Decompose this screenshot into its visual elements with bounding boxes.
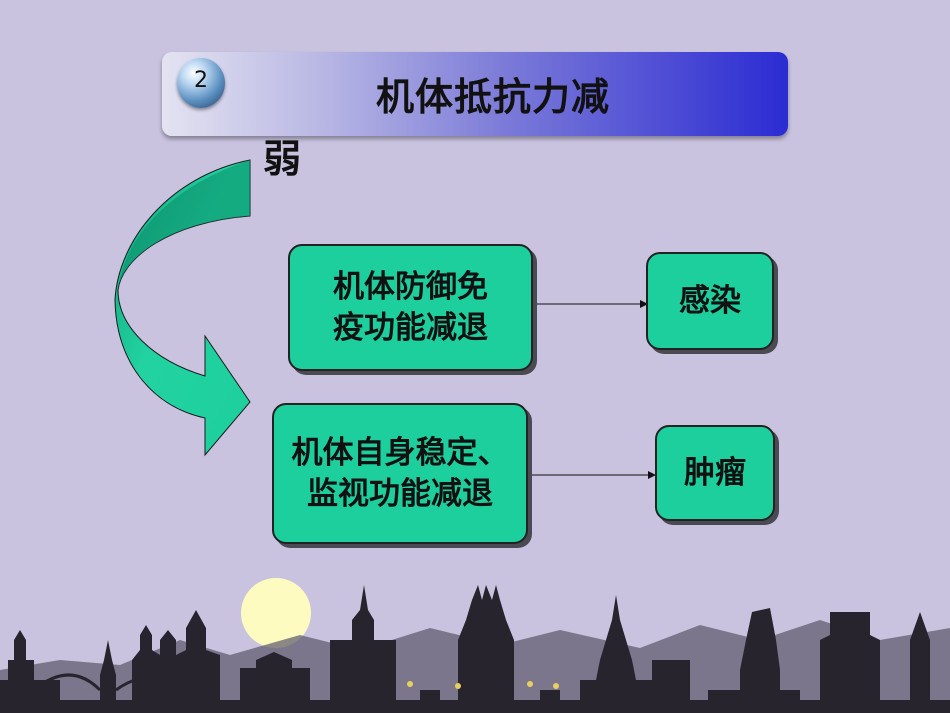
- connector-infection-arrowhead: [640, 300, 648, 308]
- moon: [241, 578, 311, 648]
- effect-box-tumor: 肿瘤: [655, 425, 775, 521]
- section-number: 2: [194, 68, 208, 93]
- cause-box-surveillance: 机体自身稳定、 监视功能减退: [272, 403, 528, 544]
- curved-arrow-shade: [118, 160, 250, 290]
- effect-box-infection: 感染: [646, 252, 774, 350]
- slide-title-continuation: 弱: [263, 137, 302, 181]
- connector-tumor-arrowhead: [648, 471, 656, 479]
- cause-box-surveillance-line2: 监视功能减退: [307, 475, 493, 512]
- section-number-bubble: 2: [177, 58, 225, 108]
- bridge-silhouette: [33, 673, 187, 692]
- cause-box-immune: 机体防御免 疫功能减退: [288, 244, 533, 371]
- effect-box-infection-label: 感染: [679, 282, 741, 319]
- cause-box-immune-line2: 疫功能减退: [333, 309, 488, 346]
- slide-title: 机体抵抗力减: [376, 75, 611, 119]
- title-banner: [162, 52, 788, 136]
- atomium: [164, 658, 196, 688]
- cause-box-surveillance-line1: 机体自身稳定、: [291, 435, 509, 472]
- effect-box-tumor-label: 肿瘤: [684, 454, 746, 491]
- street-lamps: [407, 681, 559, 689]
- skyline-front-layer: [0, 585, 950, 713]
- cause-box-immune-line1: 机体防御免: [333, 269, 488, 306]
